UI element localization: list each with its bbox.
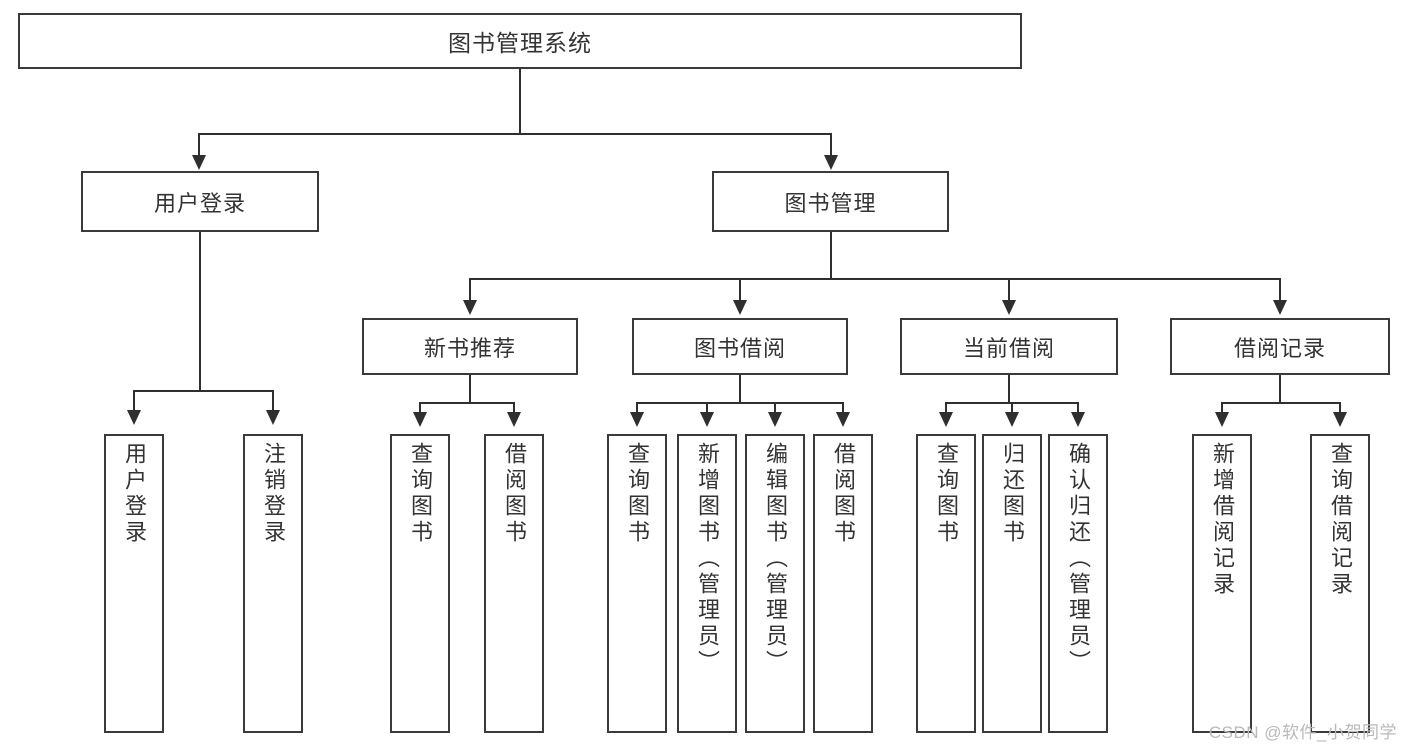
arrowhead-new-book-recommend xyxy=(463,300,477,315)
node-leaf-query-record[interactable]: 查询借阅记录 xyxy=(1310,434,1370,733)
arrowhead-user-login xyxy=(192,155,206,170)
connector-book-borrow-stem xyxy=(739,375,741,404)
connector-book-borrow-drop-3 xyxy=(774,402,776,414)
connector-current-borrow-drop-2 xyxy=(1011,402,1013,414)
arrowhead-leaf-add-record xyxy=(1215,412,1229,427)
connector-book-manage-bus xyxy=(469,278,1281,280)
connector-current-borrow-drop-3 xyxy=(1077,402,1079,414)
node-leaf-add-book-label: 新增图书（管理员） xyxy=(695,442,720,676)
connector-current-borrow-stem xyxy=(1008,375,1010,404)
connector-user-login-bus xyxy=(133,390,273,392)
arrowhead-leaf-borrow-book-2 xyxy=(836,412,850,427)
connector-borrow-record-stem xyxy=(1279,375,1281,404)
node-book-manage-label: 图书管理 xyxy=(784,190,877,216)
connector-user-login-stem xyxy=(199,232,201,392)
node-leaf-user-login-label: 用户登录 xyxy=(122,442,147,546)
arrowhead-book-borrow xyxy=(733,300,747,315)
node-book-manage[interactable]: 图书管理 xyxy=(712,171,949,232)
node-leaf-return-book-label: 归还图书 xyxy=(1000,442,1025,546)
arrowhead-leaf-add-book xyxy=(700,412,714,427)
arrowhead-leaf-borrow-book-1 xyxy=(507,412,521,427)
connector-root-stem xyxy=(519,69,521,134)
arrowhead-borrow-record xyxy=(1273,300,1287,315)
connector-borrow-record-drop-1 xyxy=(1221,402,1223,414)
connector-to-new-book xyxy=(469,278,471,302)
connector-book-borrow-drop-1 xyxy=(636,402,638,414)
connector-new-book-bus xyxy=(419,402,515,404)
connector-new-book-stem xyxy=(469,375,471,404)
node-leaf-edit-book-label: 编辑图书（管理员） xyxy=(763,442,788,676)
node-leaf-borrow-book-2[interactable]: 借阅图书 xyxy=(813,434,873,733)
node-user-login-label: 用户登录 xyxy=(153,190,246,216)
node-leaf-user-login[interactable]: 用户登录 xyxy=(104,434,164,733)
arrowhead-leaf-return-book xyxy=(1005,412,1019,427)
node-leaf-return-book[interactable]: 归还图书 xyxy=(982,434,1042,733)
node-borrow-record[interactable]: 借阅记录 xyxy=(1170,318,1390,375)
arrowhead-leaf-query-book-1 xyxy=(413,412,427,427)
node-leaf-query-book-3-label: 查询图书 xyxy=(934,442,959,546)
arrowhead-leaf-user-logout xyxy=(266,410,280,425)
connector-root-bus xyxy=(198,133,832,135)
node-root[interactable]: 图书管理系统 xyxy=(18,13,1022,69)
node-user-login[interactable]: 用户登录 xyxy=(81,171,319,232)
connector-user-login-drop-1 xyxy=(133,390,135,412)
node-leaf-edit-book[interactable]: 编辑图书（管理员） xyxy=(745,434,805,733)
connector-new-book-drop-2 xyxy=(513,402,515,414)
node-leaf-user-logout[interactable]: 注销登录 xyxy=(243,434,303,733)
connector-to-current-borrow xyxy=(1008,278,1010,302)
node-current-borrow[interactable]: 当前借阅 xyxy=(900,318,1118,375)
node-borrow-record-label: 借阅记录 xyxy=(1233,335,1326,361)
arrowhead-leaf-query-book-3 xyxy=(939,412,953,427)
connector-user-login-drop-2 xyxy=(272,390,274,412)
connector-book-borrow-bus xyxy=(636,402,843,404)
connector-current-borrow-drop-1 xyxy=(945,402,947,414)
arrowhead-book-manage xyxy=(824,155,838,170)
connector-to-book-borrow xyxy=(739,278,741,302)
node-leaf-confirm-return-label: 确认归还（管理员） xyxy=(1066,442,1091,676)
arrowhead-leaf-user-login xyxy=(127,410,141,425)
node-leaf-query-book-2-label: 查询图书 xyxy=(625,442,650,546)
arrowhead-leaf-query-book-2 xyxy=(630,412,644,427)
node-leaf-add-record-label: 新增借阅记录 xyxy=(1210,442,1235,598)
node-leaf-query-record-label: 查询借阅记录 xyxy=(1328,442,1353,598)
connector-to-user-login xyxy=(198,133,200,157)
arrowhead-current-borrow xyxy=(1002,300,1016,315)
node-leaf-borrow-book-2-label: 借阅图书 xyxy=(831,442,856,546)
node-leaf-add-record[interactable]: 新增借阅记录 xyxy=(1192,434,1252,733)
node-leaf-add-book[interactable]: 新增图书（管理员） xyxy=(677,434,737,733)
connector-to-book-manage xyxy=(830,133,832,157)
node-new-book-recommend-label: 新书推荐 xyxy=(423,335,516,361)
connector-borrow-record-drop-2 xyxy=(1339,402,1341,414)
node-leaf-query-book-2[interactable]: 查询图书 xyxy=(607,434,667,733)
node-leaf-query-book-1-label: 查询图书 xyxy=(408,442,433,546)
node-leaf-borrow-book-1-label: 借阅图书 xyxy=(502,442,527,546)
node-leaf-user-logout-label: 注销登录 xyxy=(261,442,286,546)
connector-to-borrow-record xyxy=(1279,278,1281,302)
node-current-borrow-label: 当前借阅 xyxy=(962,335,1055,361)
arrowhead-leaf-query-record xyxy=(1333,412,1347,427)
arrowhead-leaf-confirm-return xyxy=(1071,412,1085,427)
node-leaf-query-book-3[interactable]: 查询图书 xyxy=(916,434,976,733)
node-book-borrow-label: 图书借阅 xyxy=(693,335,786,361)
node-leaf-query-book-1[interactable]: 查询图书 xyxy=(390,434,450,733)
connector-borrow-record-bus xyxy=(1221,402,1341,404)
node-book-borrow[interactable]: 图书借阅 xyxy=(632,318,848,375)
node-leaf-confirm-return[interactable]: 确认归还（管理员） xyxy=(1048,434,1108,733)
connector-book-manage-stem xyxy=(830,232,832,280)
csdn-watermark: CSDN @软件_小贺同学 xyxy=(1208,723,1397,742)
connector-book-borrow-drop-4 xyxy=(842,402,844,414)
node-new-book-recommend[interactable]: 新书推荐 xyxy=(362,318,578,375)
node-leaf-borrow-book-1[interactable]: 借阅图书 xyxy=(484,434,544,733)
node-root-label: 图书管理系统 xyxy=(448,30,592,56)
arrowhead-leaf-edit-book xyxy=(768,412,782,427)
connector-book-borrow-drop-2 xyxy=(706,402,708,414)
connector-new-book-drop-1 xyxy=(419,402,421,414)
